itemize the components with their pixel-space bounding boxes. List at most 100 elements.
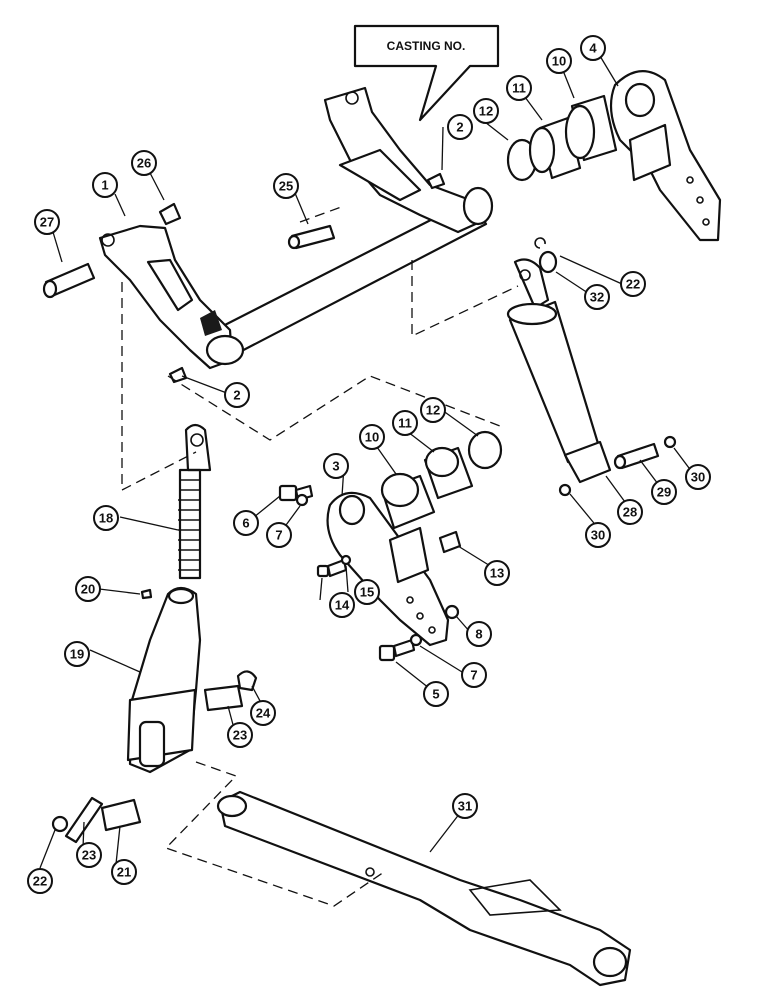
callout-4: 4 [580,35,606,61]
washer-32 [538,250,558,274]
clip-30-right [663,435,677,449]
pin-27 [42,262,96,299]
svg-text:19: 19 [70,647,84,662]
pin-21 [64,796,104,844]
svg-text:11: 11 [398,416,412,431]
callout-10-upper: 10 [546,48,572,74]
callout-5: 5 [423,681,449,707]
svg-text:2: 2 [456,120,463,135]
plate-13 [438,530,462,554]
callout-24: 24 [250,700,276,726]
callout-12-upper: 12 [473,98,499,124]
callout-28: 28 [617,499,643,525]
callout-7-lower: 7 [461,662,487,688]
rockshaft-assembly [98,86,494,370]
callout-25: 25 [273,173,299,199]
svg-text:32: 32 [590,290,604,305]
callout-31: 31 [452,793,478,819]
svg-text:30: 30 [591,528,605,543]
svg-text:22: 22 [626,277,640,292]
svg-text:18: 18 [99,511,113,526]
pin-29 [613,442,660,470]
svg-text:8: 8 [475,627,482,642]
svg-text:25: 25 [279,179,293,194]
callouts: 1 2 2 3 4 5 6 7 7 8 10 10 11 11 12 12 13… [27,35,711,894]
nut-8 [444,604,460,620]
svg-text:7: 7 [275,528,282,543]
bracket-3 [326,491,450,647]
callout-13: 13 [484,560,510,586]
svg-text:20: 20 [81,582,95,597]
casting-callout: CASTING NO. [353,24,500,122]
callout-6: 6 [233,510,259,536]
clip-26 [158,202,182,226]
leveling-screw-18 [178,423,212,580]
callout-11-upper: 11 [506,75,532,101]
svg-text:12: 12 [479,104,493,119]
svg-text:1: 1 [101,178,108,193]
fitting-20 [140,588,153,600]
svg-text:14: 14 [335,598,350,613]
washer-7-upper [295,493,309,507]
callout-20: 20 [75,576,101,602]
casting-label: CASTING NO. [387,39,466,53]
callout-3: 3 [323,453,349,479]
svg-text:10: 10 [365,430,379,445]
washer-15 [340,554,352,566]
svg-text:2: 2 [233,388,240,403]
callout-14: 14 [329,592,355,618]
bolt-5 [378,638,416,662]
svg-text:4: 4 [589,41,597,56]
svg-text:12: 12 [426,403,440,418]
shim-23-upper [203,684,244,712]
callout-15: 15 [354,579,380,605]
clip-30-left [558,483,572,497]
lift-link-19 [126,586,202,774]
svg-text:10: 10 [552,54,566,69]
callout-23-upper: 23 [227,722,253,748]
callout-10-lower: 10 [359,424,385,450]
callout-2-upper: 2 [447,114,473,140]
svg-text:28: 28 [623,505,637,520]
lower-link-31 [216,790,632,987]
nut-22-lower [51,815,69,833]
cylinder-28 [506,258,612,484]
pin-25 [287,224,336,250]
svg-text:30: 30 [691,470,705,485]
callout-22-upper: 22 [620,271,646,297]
bushing-set-upper [506,94,618,182]
svg-text:29: 29 [657,485,671,500]
svg-text:24: 24 [256,706,271,721]
svg-text:27: 27 [40,215,54,230]
bushing-set-lower [380,430,503,530]
callout-19: 19 [64,641,90,667]
snap-ring-22-upper [534,237,546,249]
svg-text:13: 13 [490,566,504,581]
callout-22-lower: 22 [27,868,53,894]
callout-27: 27 [34,209,60,235]
callout-12-lower: 12 [420,397,446,423]
svg-text:11: 11 [512,81,526,96]
svg-text:23: 23 [233,728,247,743]
svg-text:26: 26 [137,156,151,171]
callout-26: 26 [131,150,157,176]
svg-text:23: 23 [82,848,96,863]
svg-text:15: 15 [360,585,374,600]
callout-2-lower: 2 [224,382,250,408]
svg-text:21: 21 [117,865,131,880]
svg-text:31: 31 [458,799,472,814]
callout-8: 8 [466,621,492,647]
callout-29: 29 [651,479,677,505]
shim-23-lower [100,798,142,832]
svg-text:5: 5 [432,687,439,702]
callout-30-left: 30 [585,522,611,548]
lift-arm-4 [609,70,722,242]
fitting-2-lower [168,366,188,384]
washer-7-lower [409,633,423,647]
callout-32: 32 [584,284,610,310]
svg-text:6: 6 [242,516,249,531]
callout-21: 21 [111,859,137,885]
callout-30-right: 30 [685,464,711,490]
